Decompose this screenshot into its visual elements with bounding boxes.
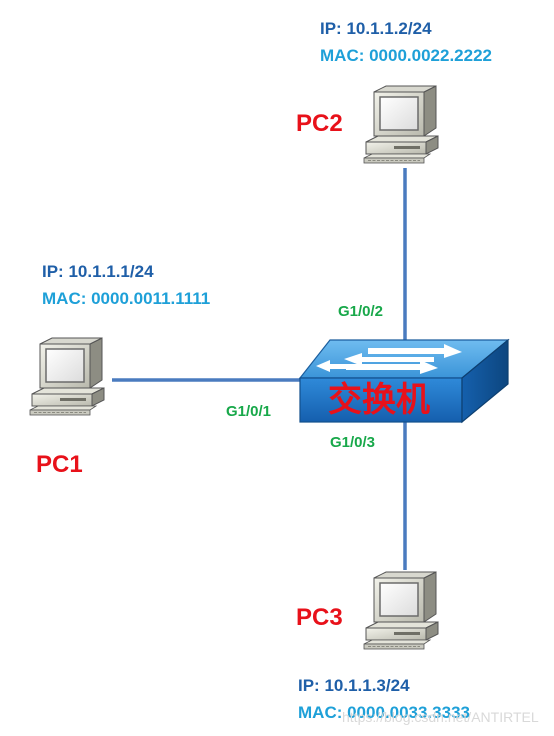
pc1-mac: MAC: 0000.0011.1111 <box>42 289 211 308</box>
pc2-label: PC2 <box>296 110 343 137</box>
pc3-label: PC3 <box>296 604 343 631</box>
computer-icon-pc1 <box>29 337 105 416</box>
computer-icon-pc3 <box>363 571 439 650</box>
port-g1-0-3: G1/0/3 <box>330 434 376 451</box>
pc3-mac: MAC: 0000.0033.3333 <box>298 703 471 722</box>
switch-label: 交换机 <box>328 380 430 420</box>
pc2-ip: IP: 10.1.1.2/24 <box>320 19 432 38</box>
port-g1-0-1: G1/0/1 <box>226 403 272 420</box>
pc1-ip: IP: 10.1.1.1/24 <box>42 262 154 281</box>
port-g1-0-2: G1/0/2 <box>338 303 384 320</box>
pc2-mac: MAC: 0000.0022.2222 <box>320 46 493 65</box>
switch-icon <box>298 338 510 424</box>
computer-icon-pc2 <box>363 85 439 164</box>
pc1-label: PC1 <box>36 451 83 478</box>
watermark: https://blog.csdn.net/ANTIRTEL <box>342 709 539 725</box>
pc3-ip: IP: 10.1.1.3/24 <box>298 676 410 695</box>
